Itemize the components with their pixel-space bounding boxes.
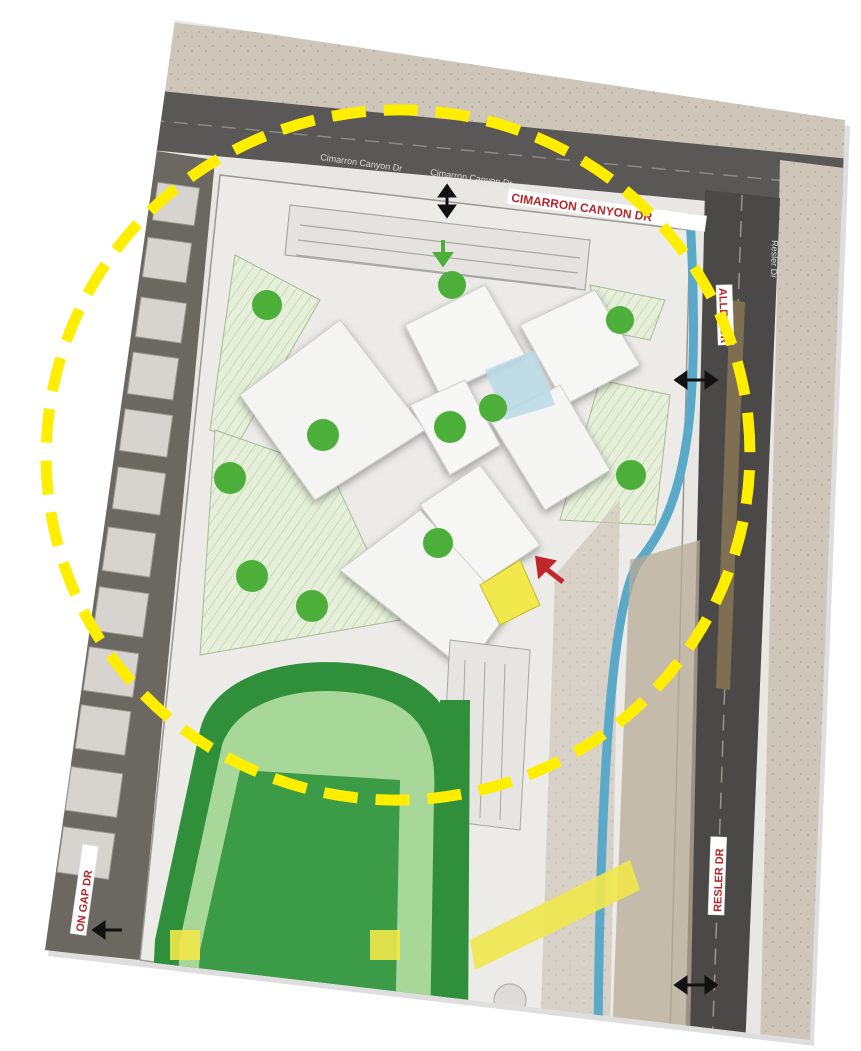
yellow-entry-pad (479, 559, 541, 626)
east-street-label-lower: RESLER DR (707, 836, 727, 916)
west-houses (56, 181, 201, 880)
north-road (150, 90, 845, 215)
west-entry-arrow-icon (91, 920, 122, 940)
football-field (195, 770, 400, 1040)
desert-north (150, 20, 845, 160)
east-entry-arrow-icon (673, 370, 719, 390)
center-crosswalk (370, 930, 400, 960)
trees (214, 271, 646, 622)
red-drop-off-arrow-icon (535, 555, 565, 584)
south-east-entry-arrow-icon (673, 975, 719, 995)
svg-text:Resler Dr: Resler Dr (769, 240, 780, 278)
north-entry-arrow-icon (437, 183, 457, 219)
south-crosswalk (470, 860, 640, 970)
west-crosswalk (170, 930, 200, 960)
track-east-fill (440, 700, 470, 1040)
east-street-lower-text: RESLER DR (712, 848, 726, 912)
highlight-circle (40, 104, 756, 806)
small-east-label: Resler Dr (769, 240, 780, 278)
green-entry-arrow-icon (432, 240, 454, 268)
